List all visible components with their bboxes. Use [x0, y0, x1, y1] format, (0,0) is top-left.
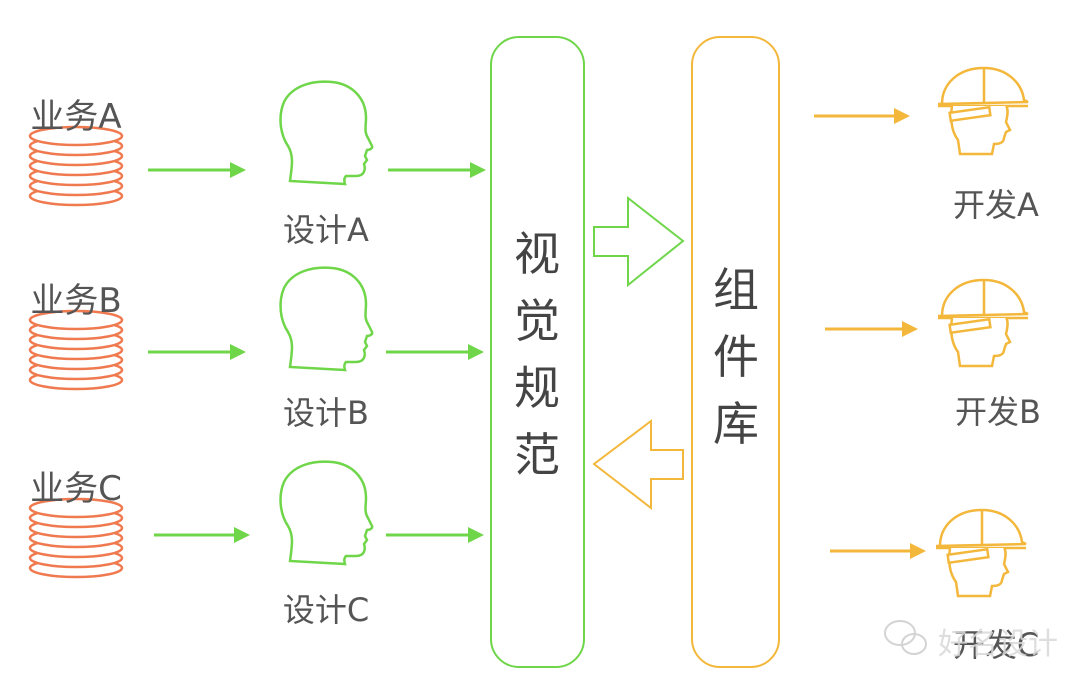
dev-row-c: 开发C — [934, 508, 1039, 664]
component-lib-char-1: 组 — [713, 263, 759, 317]
visual-spec-char-3: 规 — [514, 361, 560, 415]
dev-label-b: 开发B — [955, 393, 1041, 431]
arrow-lib-to-spec — [592, 418, 684, 511]
dev-row-b: 开发B — [936, 278, 1041, 431]
business-row-a: 业务A — [28, 97, 124, 207]
arrow-lib-dev-a — [814, 108, 910, 124]
dev-row-a: 开发A — [936, 66, 1039, 224]
arrow-business-design-a — [148, 162, 246, 178]
dev-label-a: 开发A — [953, 186, 1039, 224]
design-label-a: 设计A — [283, 211, 369, 249]
business-label-b: 业务B — [30, 281, 121, 321]
visual-spec-char-1: 视 — [514, 227, 560, 281]
component-lib-char-2: 件 — [713, 330, 759, 384]
head-profile-icon — [279, 460, 374, 566]
component-lib-column — [691, 36, 780, 668]
arrow-design-spec-b — [386, 344, 484, 360]
arrow-business-design-c — [154, 527, 250, 543]
business-row-b: 业务B — [28, 281, 124, 391]
hardhat-head-icon — [936, 66, 1030, 156]
watermark: 好名设计 — [884, 620, 1058, 662]
design-row-a: 设计A — [279, 80, 374, 249]
dev-label-c: 开发C — [953, 626, 1039, 664]
hardhat-head-icon — [936, 278, 1030, 368]
visual-spec-char-4: 范 — [514, 428, 560, 482]
design-row-c: 设计C — [279, 460, 374, 629]
design-row-b: 设计B — [279, 266, 374, 432]
database-stack-icon — [28, 125, 124, 207]
head-profile-icon — [279, 266, 374, 372]
visual-spec-char-2: 觉 — [514, 294, 560, 348]
wechat-icon — [884, 620, 927, 655]
component-lib-char-3: 库 — [713, 397, 759, 451]
arrow-lib-dev-b — [825, 321, 918, 337]
watermark-text: 好名设计 — [938, 627, 1058, 662]
database-stack-icon — [28, 309, 124, 391]
database-stack-icon — [28, 497, 124, 579]
arrow-business-design-b — [148, 344, 246, 360]
business-label-c: 业务C — [30, 469, 122, 509]
design-label-b: 设计B — [283, 394, 369, 432]
arrow-design-spec-c — [386, 527, 484, 543]
head-profile-icon — [279, 80, 374, 186]
hardhat-head-icon — [934, 508, 1028, 598]
business-row-c: 业务C — [28, 469, 124, 579]
business-label-a: 业务A — [30, 97, 121, 137]
design-label-c: 设计C — [283, 591, 369, 629]
arrow-design-spec-a — [388, 162, 486, 178]
visual-spec-column — [490, 36, 585, 668]
arrow-spec-to-lib — [593, 195, 685, 288]
arrow-lib-dev-c — [830, 543, 926, 559]
